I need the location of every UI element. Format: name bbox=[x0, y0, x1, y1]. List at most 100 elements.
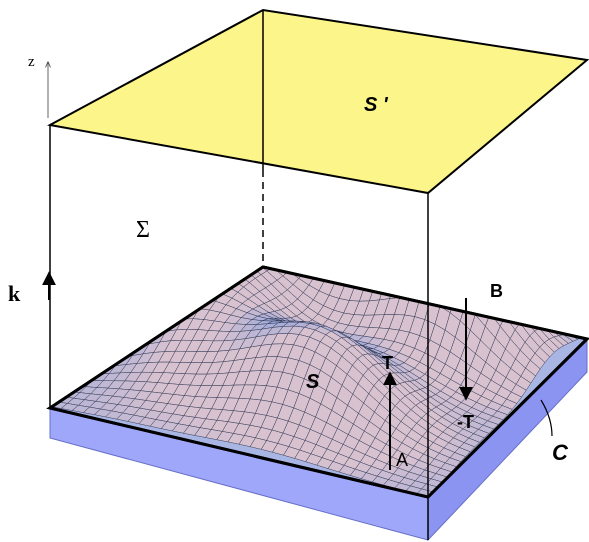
surface-mesh-cell bbox=[409, 252, 424, 262]
surface-mesh-cell bbox=[529, 304, 545, 316]
surface-mesh-cell bbox=[450, 267, 466, 279]
surface-mesh-cell bbox=[510, 288, 526, 303]
surface-mesh-cell bbox=[384, 244, 399, 252]
surface-mesh-cell bbox=[461, 241, 476, 255]
surface-mesh-cell bbox=[394, 267, 411, 282]
surface-mesh-cell bbox=[234, 254, 250, 258]
surface-mesh-cell bbox=[427, 236, 442, 245]
surface-mesh-cell bbox=[185, 270, 202, 282]
surface-mesh-cell bbox=[403, 267, 421, 271]
surface-mesh-cell bbox=[292, 254, 308, 255]
surface-mesh-cell bbox=[168, 281, 186, 294]
surface-mesh-cell bbox=[538, 316, 555, 328]
surface-mesh-cell bbox=[150, 313, 169, 328]
surface-mesh-cell bbox=[378, 238, 393, 244]
surface-mesh-cell bbox=[428, 254, 443, 265]
surface-mesh-cell bbox=[384, 267, 401, 268]
surface-mesh-cell bbox=[217, 267, 236, 271]
surface-mesh-cell bbox=[441, 231, 456, 239]
surface-mesh-cell bbox=[193, 267, 211, 274]
surface-mesh-cell bbox=[452, 267, 468, 279]
surface-mesh-cell bbox=[254, 253, 270, 254]
surface-mesh-cell bbox=[280, 255, 296, 259]
surface-mesh-cell bbox=[326, 251, 342, 260]
surface-mesh-cell bbox=[148, 298, 165, 314]
surface-mesh-cell bbox=[194, 289, 212, 300]
surface-mesh-cell bbox=[466, 277, 483, 288]
surface-mesh-cell bbox=[359, 267, 377, 272]
surface-mesh-cell bbox=[178, 282, 197, 296]
surface-mesh-cell bbox=[189, 281, 208, 292]
curve-c-callout: C bbox=[540, 399, 569, 465]
surface-mesh-cell bbox=[524, 302, 540, 318]
surface-mesh-cell bbox=[354, 270, 371, 287]
surface-mesh-cell bbox=[417, 237, 432, 245]
surface-mesh-cell bbox=[345, 250, 360, 258]
surface-mesh-cell bbox=[286, 265, 302, 267]
surface-mesh-cell bbox=[316, 252, 332, 259]
surface-mesh-cell bbox=[432, 267, 449, 275]
surface-mesh-cell bbox=[393, 244, 408, 253]
surface-mesh-cell bbox=[259, 260, 275, 264]
surface-mesh-cell bbox=[389, 251, 404, 260]
surface-mesh-cell bbox=[166, 280, 184, 295]
surface-mesh-cell bbox=[269, 257, 285, 265]
surface-mesh-cell bbox=[534, 308, 550, 317]
surface-label: S bbox=[306, 371, 320, 393]
surface-mesh-cell bbox=[187, 267, 205, 279]
z-axis: z bbox=[28, 54, 48, 118]
surface-mesh-cell bbox=[294, 267, 311, 268]
surface-mesh-cell bbox=[359, 241, 374, 248]
surface-mesh-cell bbox=[466, 241, 481, 251]
surface-mesh-cell bbox=[406, 236, 421, 249]
surface-mesh-cell bbox=[193, 274, 211, 283]
surface-mesh-cell bbox=[262, 256, 278, 260]
surface-mesh-cell bbox=[379, 267, 397, 270]
surface-mesh-cell bbox=[470, 250, 485, 266]
surface-mesh-cell bbox=[406, 232, 421, 235]
surface-mesh-cell bbox=[456, 267, 473, 271]
surface-mesh-cell bbox=[418, 253, 433, 264]
surface-mesh-cell bbox=[298, 254, 314, 257]
surface-mesh-cell bbox=[230, 258, 246, 264]
surface-mesh-cell bbox=[439, 267, 456, 271]
surface-mesh-cell bbox=[191, 268, 209, 280]
surface-mesh-cell bbox=[380, 267, 398, 273]
surface-mesh-cell bbox=[276, 267, 293, 268]
surface-mesh-cell bbox=[216, 254, 232, 259]
surface-mesh-cell bbox=[225, 267, 244, 270]
surface-mesh-cell bbox=[282, 255, 298, 257]
surface-mesh-cell bbox=[287, 264, 303, 266]
surface-mesh-cell bbox=[183, 289, 202, 301]
surface-mesh-cell bbox=[333, 267, 349, 270]
surface-mesh-cell bbox=[187, 275, 205, 285]
surface-mesh-cell bbox=[224, 257, 240, 263]
surface-mesh-cell bbox=[461, 247, 476, 261]
surface-mesh-cell bbox=[412, 232, 427, 237]
surface-mesh-cell bbox=[259, 254, 275, 259]
surface-mesh-cell bbox=[160, 286, 178, 301]
surface-mesh-cell bbox=[179, 273, 196, 286]
surface-mesh-cell bbox=[292, 267, 309, 268]
surface-mesh-cell bbox=[206, 273, 223, 280]
surface-mesh-cell bbox=[452, 246, 467, 259]
surface-mesh-cell bbox=[203, 267, 221, 268]
surface-mesh-cell bbox=[328, 246, 344, 250]
surface-mesh-cell bbox=[399, 278, 416, 298]
surface-mesh-cell bbox=[475, 250, 490, 262]
surface-mesh-cell bbox=[470, 274, 486, 301]
surface-mesh-cell bbox=[158, 291, 176, 308]
surface-mesh-cell bbox=[456, 234, 471, 241]
surface-mesh-cell bbox=[524, 302, 540, 312]
surface-mesh-cell bbox=[475, 267, 491, 289]
surface-mesh-cell bbox=[364, 245, 379, 253]
surface-mesh-cell bbox=[290, 256, 306, 262]
surface-mesh-cell bbox=[432, 245, 447, 256]
surface-mesh-cell bbox=[265, 262, 281, 266]
surface-mesh-cell bbox=[253, 258, 269, 263]
surface-mesh-cell bbox=[206, 258, 222, 266]
surface-mesh-cell bbox=[399, 252, 414, 262]
surface-mesh-cell bbox=[357, 238, 373, 243]
surface-mesh-cell bbox=[175, 278, 192, 293]
surface-mesh-cell bbox=[374, 267, 391, 286]
